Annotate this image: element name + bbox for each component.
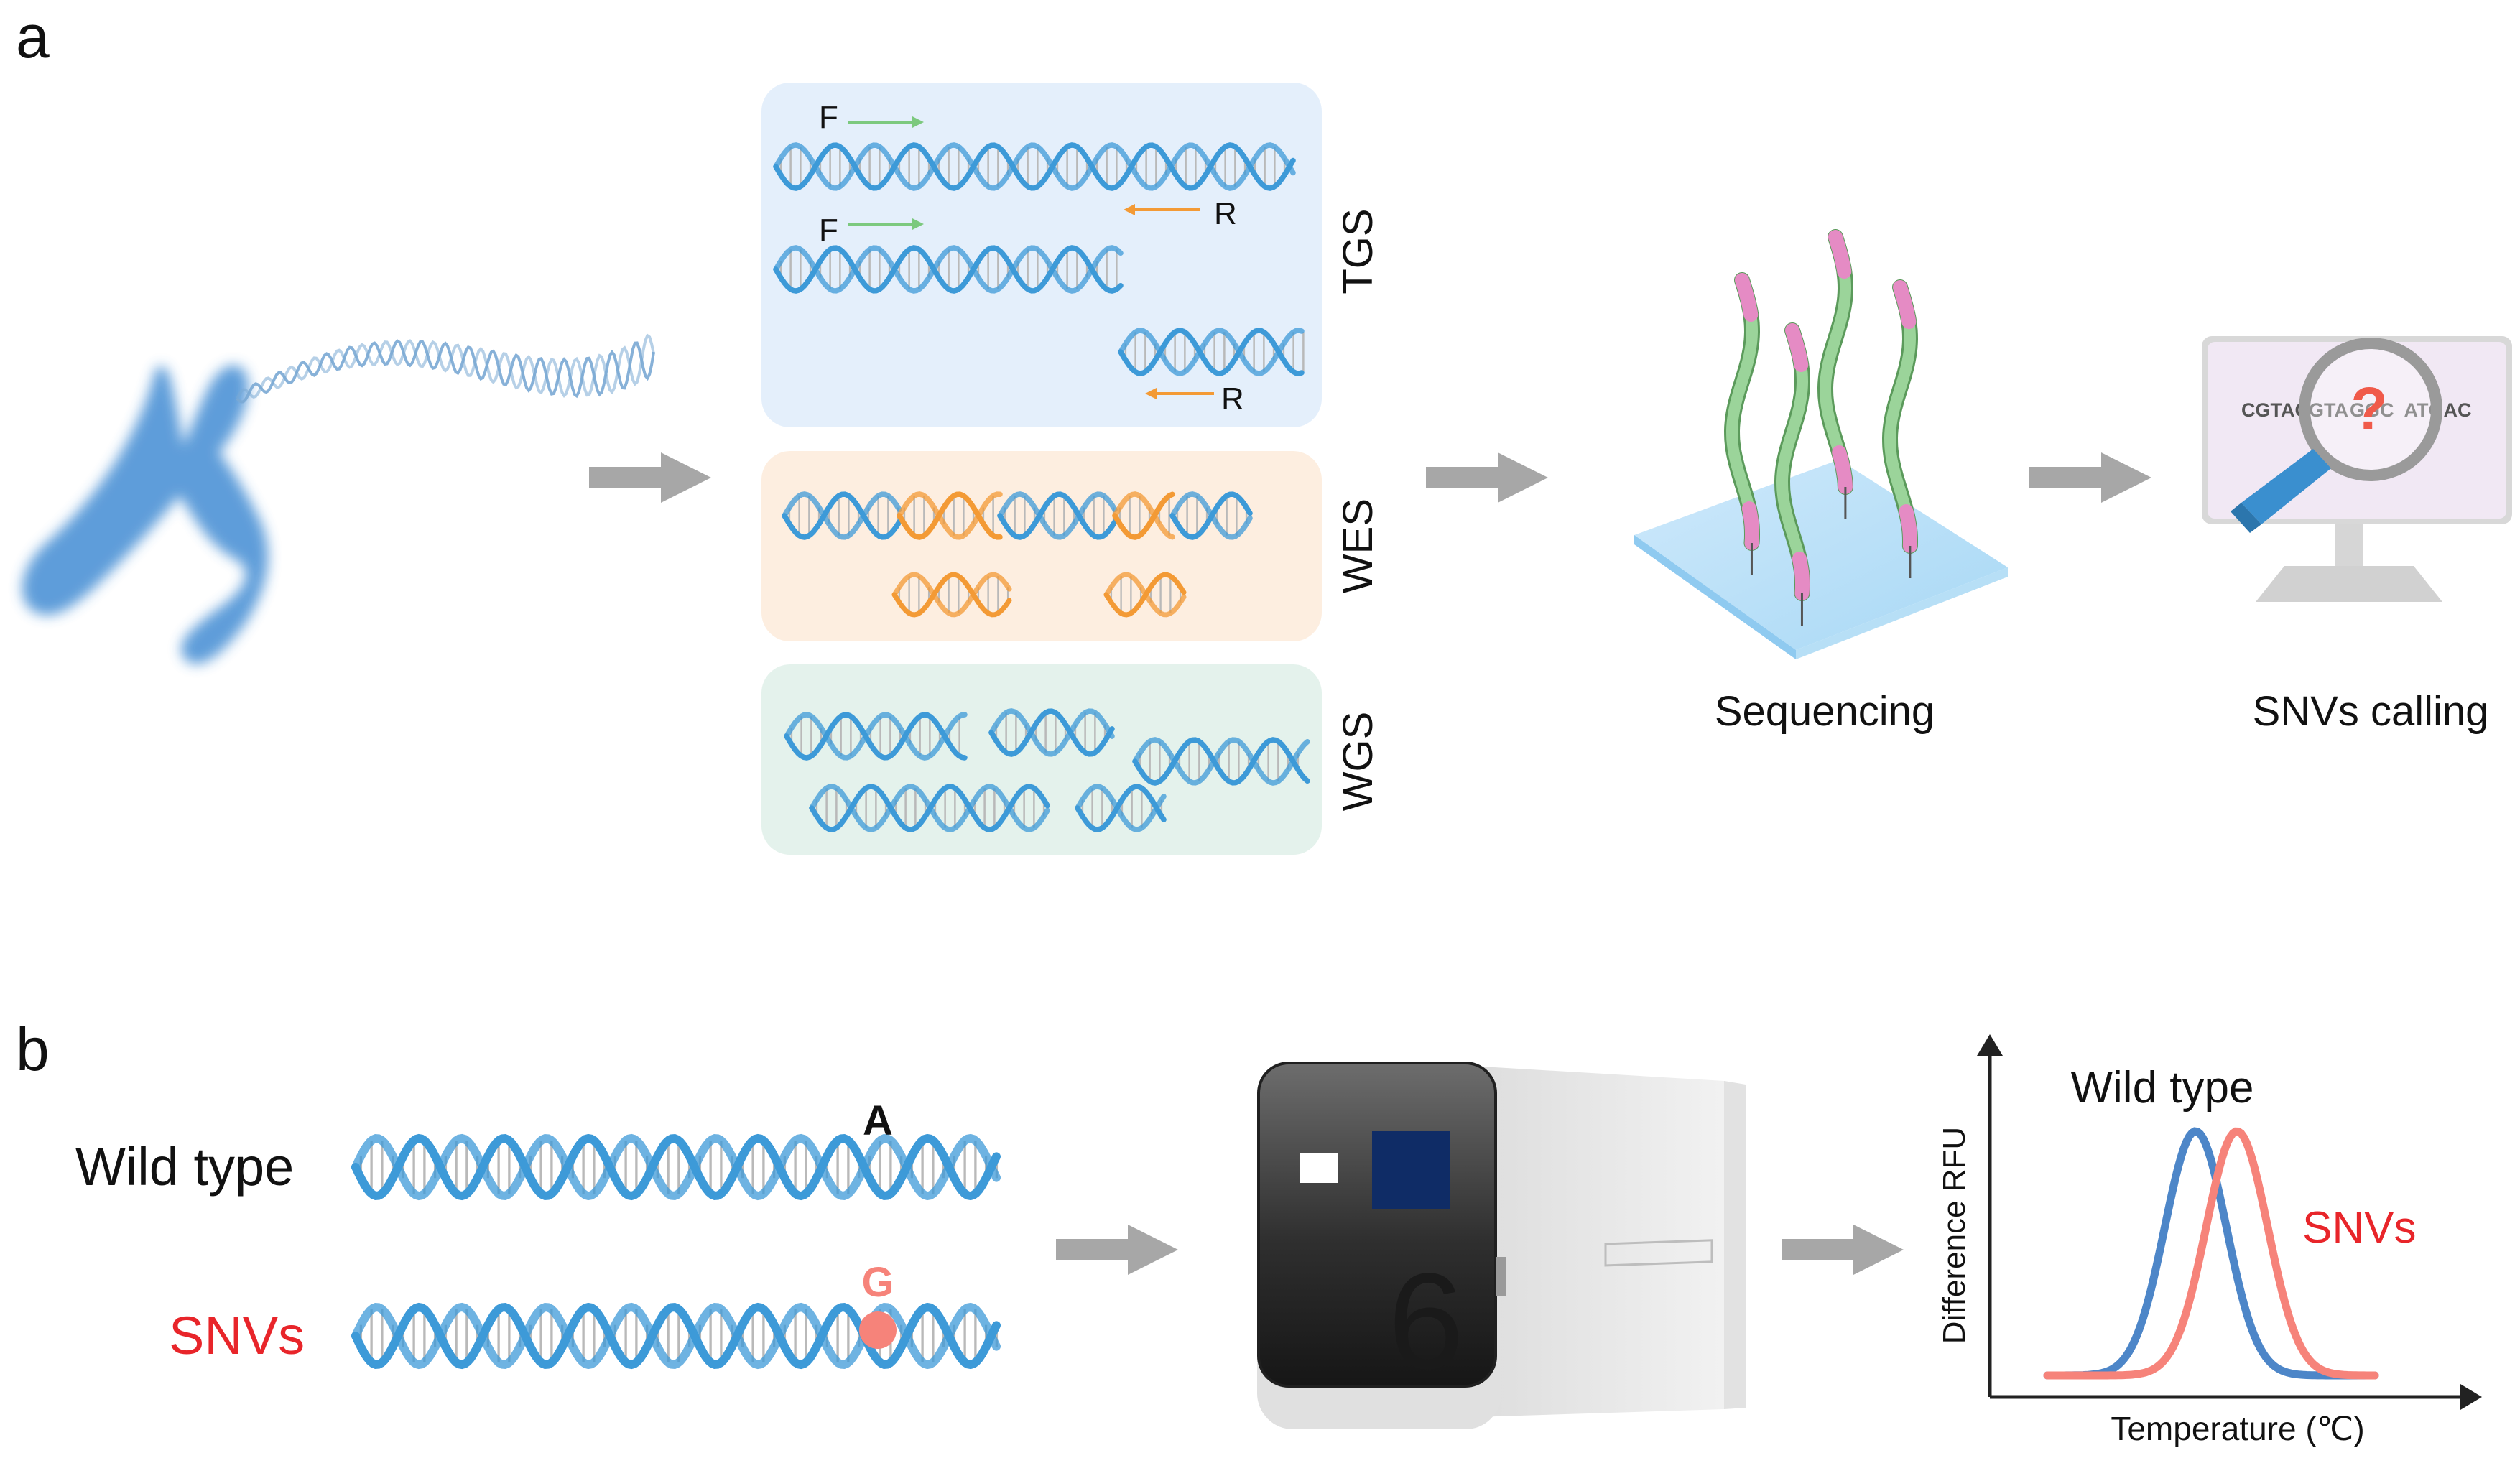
sequence-part-1: CGTA (2241, 399, 2295, 421)
dna-helix-icon (773, 142, 1296, 191)
snvs-curve (2043, 1127, 2379, 1380)
dna-helix-icon (1118, 328, 1305, 376)
sequencing-label: Sequencing (1715, 688, 1935, 735)
wgs-dna-fragments (784, 708, 1310, 832)
dna-helix-icon (1169, 491, 1253, 540)
base-a-label: A (863, 1097, 893, 1144)
flow-arrow (1426, 452, 1548, 503)
chromosome-icon (22, 365, 269, 664)
primer-r-label: R (1214, 196, 1237, 231)
dna-helix-icon (784, 712, 968, 761)
snvs-label: SNVs (169, 1306, 305, 1365)
x-axis-arrowhead (2460, 1384, 2482, 1410)
instrument-digit: 6 (1388, 1245, 1464, 1398)
primer-f-label: F (819, 213, 838, 248)
snv-dna (351, 1302, 1001, 1370)
primer-f-arrow: F (819, 213, 924, 248)
monitor-icon: CGTACGTAGGCATGAC ? (2202, 336, 2512, 602)
x-axis-label: Temperature (℃) (2111, 1410, 2364, 1447)
legend-snvs: SNVs (2302, 1203, 2416, 1253)
sequence-part-3: GGC (2350, 399, 2394, 421)
magnifier-icon: ? (2231, 338, 2442, 533)
qpcr-instrument-icon: 6 (1257, 1062, 1746, 1429)
wgs-panel (761, 664, 1322, 855)
dna-helix-icon (1075, 784, 1167, 832)
tgs-dna-fragments (773, 142, 1305, 376)
wes-panel (761, 451, 1322, 641)
tgs-panel: F R F R (761, 83, 1322, 427)
dna-helix-icon (1103, 572, 1187, 618)
dna-helix-icon (773, 245, 1124, 294)
dna-helix-icon (782, 491, 902, 540)
wes-label: WES (1335, 498, 1381, 593)
primer-f-arrow: F (819, 100, 924, 135)
monitor-sequence-text: CGTACGTAGGCATGAC (2241, 399, 2472, 421)
wes-dna-fragments (782, 491, 1253, 618)
y-axis-arrowhead (1977, 1034, 2003, 1056)
y-axis-label: Difference RFU (1937, 1127, 1972, 1344)
dna-strand-icon (236, 333, 655, 404)
dna-helix-icon (351, 1302, 1001, 1370)
dna-helix-icon (351, 1133, 1001, 1201)
flow-arrow (1782, 1225, 1904, 1275)
wgs-label: WGS (1335, 712, 1381, 812)
question-mark-icon: ? (2350, 375, 2387, 442)
wild-type-curve (2043, 1127, 2379, 1380)
melt-curve-chart: Wild type SNVs Difference RFU Temperatur… (1937, 1034, 2482, 1447)
sequencing-flowcell-icon (1634, 229, 2008, 659)
primer-r-arrow: R (1124, 196, 1237, 231)
wild-type-label: Wild type (75, 1137, 294, 1197)
flow-arrow (2029, 452, 2151, 503)
tgs-label: TGS (1335, 208, 1381, 294)
sequencing-reads (1723, 229, 1919, 626)
snv-calling-label: SNVs calling (2253, 688, 2489, 735)
primer-r-label: R (1221, 381, 1244, 417)
dna-helix-icon (891, 572, 1012, 618)
primer-r-arrow: R (1145, 381, 1244, 417)
primer-f-label: F (819, 100, 838, 135)
panel-b-label: b (16, 1016, 50, 1083)
dna-helix-icon (897, 491, 1003, 540)
dna-helix-icon (1112, 491, 1175, 540)
dna-helix-icon (997, 491, 1118, 540)
wild-type-dna (351, 1133, 1001, 1201)
panel-a-label: a (16, 3, 50, 70)
snv-dot-icon (859, 1311, 897, 1349)
flow-arrow (1056, 1225, 1178, 1275)
flow-arrow (589, 452, 711, 503)
base-g-label: G (861, 1259, 894, 1306)
dna-helix-icon (988, 708, 1115, 757)
dna-helix-icon (1132, 737, 1310, 786)
legend-wild-type: Wild type (2071, 1063, 2254, 1113)
dna-helix-icon (809, 784, 1050, 832)
